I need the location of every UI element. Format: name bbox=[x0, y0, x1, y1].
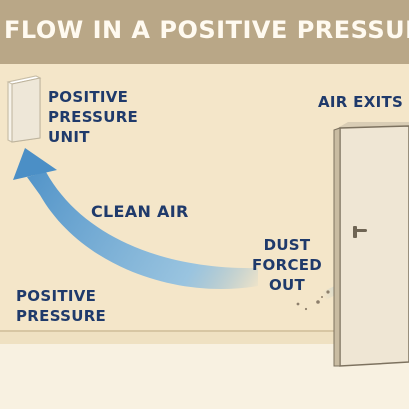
title-banner: FLOW IN A POSITIVE PRESSURE SYSTEM bbox=[0, 0, 409, 64]
air-exits-label: AIR EXITS bbox=[318, 93, 404, 111]
positive-pressure-label-line: POSITIVE bbox=[16, 287, 97, 305]
unit-label-line: UNIT bbox=[48, 128, 90, 146]
positive-pressure-label: POSITIVE PRESSURE bbox=[16, 286, 106, 326]
unit-label: POSITIVE PRESSURE UNIT bbox=[48, 87, 138, 147]
positive-pressure-label-line: PRESSURE bbox=[16, 307, 107, 325]
title-text: FLOW IN A POSITIVE PRESSURE SYSTEM bbox=[4, 16, 409, 44]
unit-label-line: PRESSURE bbox=[48, 108, 139, 126]
dust-label-line: DUST bbox=[263, 236, 311, 254]
floor bbox=[0, 344, 409, 409]
unit-label-line: POSITIVE bbox=[48, 88, 129, 106]
clean-air-label: CLEAN AIR bbox=[91, 202, 189, 221]
dust-label-line: OUT bbox=[268, 276, 306, 294]
baseboard bbox=[0, 330, 409, 346]
dust-label: DUST FORCED OUT bbox=[252, 235, 322, 295]
dust-label-line: FORCED bbox=[252, 256, 323, 274]
